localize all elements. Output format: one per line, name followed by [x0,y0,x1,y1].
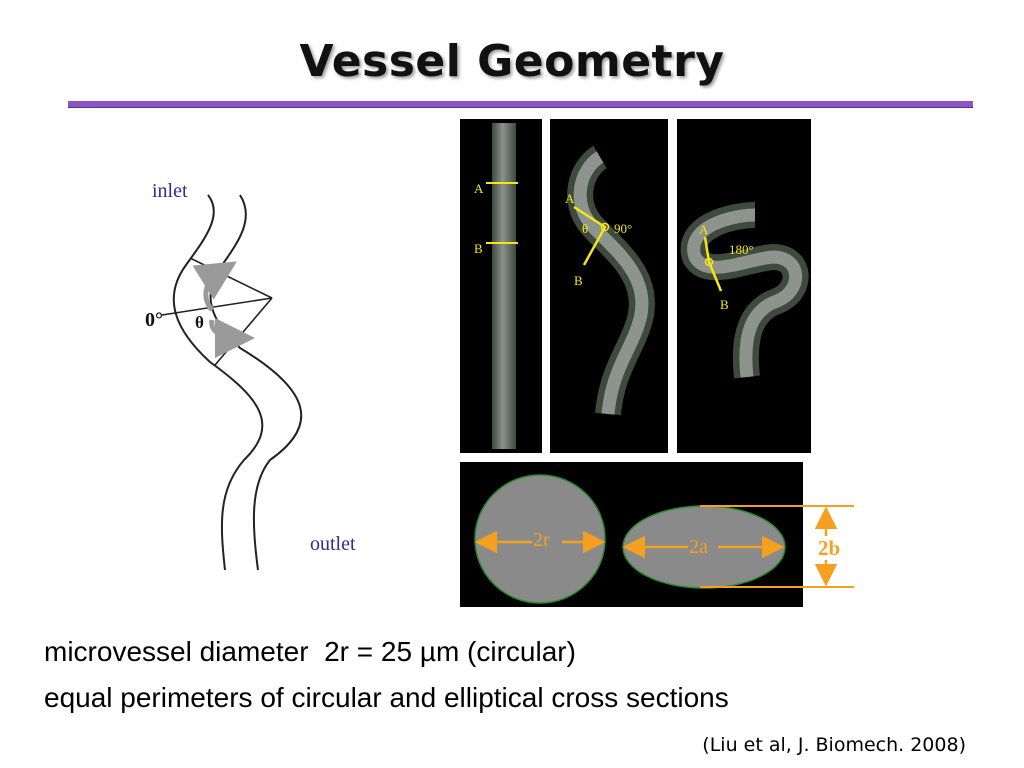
label-b: B [474,241,483,256]
label-a: A [565,191,575,206]
label-a: A [699,222,709,237]
curved-90-panel: A B θ 90° [550,119,668,453]
vertex-180 [704,257,714,267]
theta-label: θ [195,313,204,332]
ellipse-major-label: 2a [689,536,708,558]
straight-tube-panel: A B [460,119,542,453]
cross-sections-figure: 2r 2a 2b [460,462,854,607]
curved-180-panel: A B 180° [677,119,811,453]
vessel-wall-left [172,194,264,571]
inlet-label: inlet [152,180,188,202]
citation: (Liu et al, J. Biomech. 2008) [702,734,966,756]
label-a: A [474,181,484,196]
title-divider [68,101,973,108]
angle-180-label: 180° [729,242,754,257]
curved-tube-180 [687,208,803,378]
straight-tube [492,123,516,449]
angle-lines-90 [573,205,607,266]
vertex-90 [600,222,610,232]
vessel-wall-right [209,194,303,571]
label-b: B [574,273,583,288]
theta-label: θ [582,221,588,236]
angle-ray-top [189,257,273,299]
angle-ray-zero [161,297,273,316]
circle-diameter-label: 2r [533,529,550,551]
label-b: B [720,297,729,312]
ellipse-minor-label: 2b [818,536,840,560]
zero-degree-label: 0° [145,309,163,331]
outlet-label: outlet [310,533,356,555]
rotation-arrow-up [192,261,237,312]
diameter-statement: microvessel diameter 2r = 25 µm (circula… [44,636,576,667]
angle-lines-180 [703,236,723,292]
vessel-schematic: inlet outlet 0° θ [145,180,356,571]
perimeter-statement: equal perimeters of circular and ellipti… [44,682,729,713]
angle-90-label: 90° [614,221,632,236]
slide-title: Vessel Geometry [299,36,725,87]
curved-tube-90 [573,151,649,415]
rotation-arrow-down [209,317,255,358]
